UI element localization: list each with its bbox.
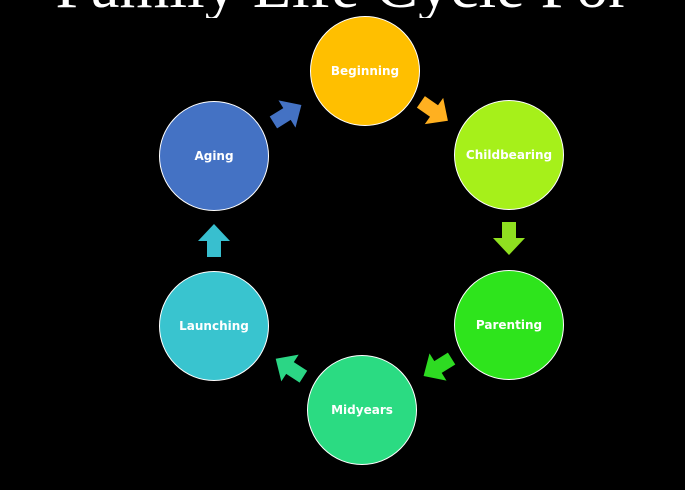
- stage-aging[interactable]: Aging: [159, 101, 269, 211]
- arrow-aging-to-beginning: [269, 100, 302, 129]
- arrow-midyears-to-launching: [275, 354, 308, 383]
- stage-label: Parenting: [475, 318, 543, 332]
- slide-title: Family Life Cycle For: [0, 0, 685, 18]
- arrow-beginning-to-childbearing: [416, 96, 448, 125]
- stage-beginning[interactable]: Beginning: [310, 16, 420, 126]
- stage-midyears[interactable]: Midyears: [307, 355, 417, 465]
- stage-label: Beginning: [330, 64, 400, 78]
- arrow-parenting-to-midyears: [423, 352, 456, 381]
- stage-parenting[interactable]: Parenting: [454, 270, 564, 380]
- stage-label: Midyears: [331, 403, 393, 417]
- stage-label: Childbearing: [465, 148, 553, 162]
- stage-launching[interactable]: Launching: [159, 271, 269, 381]
- arrow-childbearing-to-parenting: [493, 222, 525, 255]
- stage-label: Aging: [194, 149, 234, 163]
- arrow-launching-to-aging: [198, 224, 230, 257]
- stage-childbearing[interactable]: Childbearing: [454, 100, 564, 210]
- stage-label: Launching: [179, 319, 249, 333]
